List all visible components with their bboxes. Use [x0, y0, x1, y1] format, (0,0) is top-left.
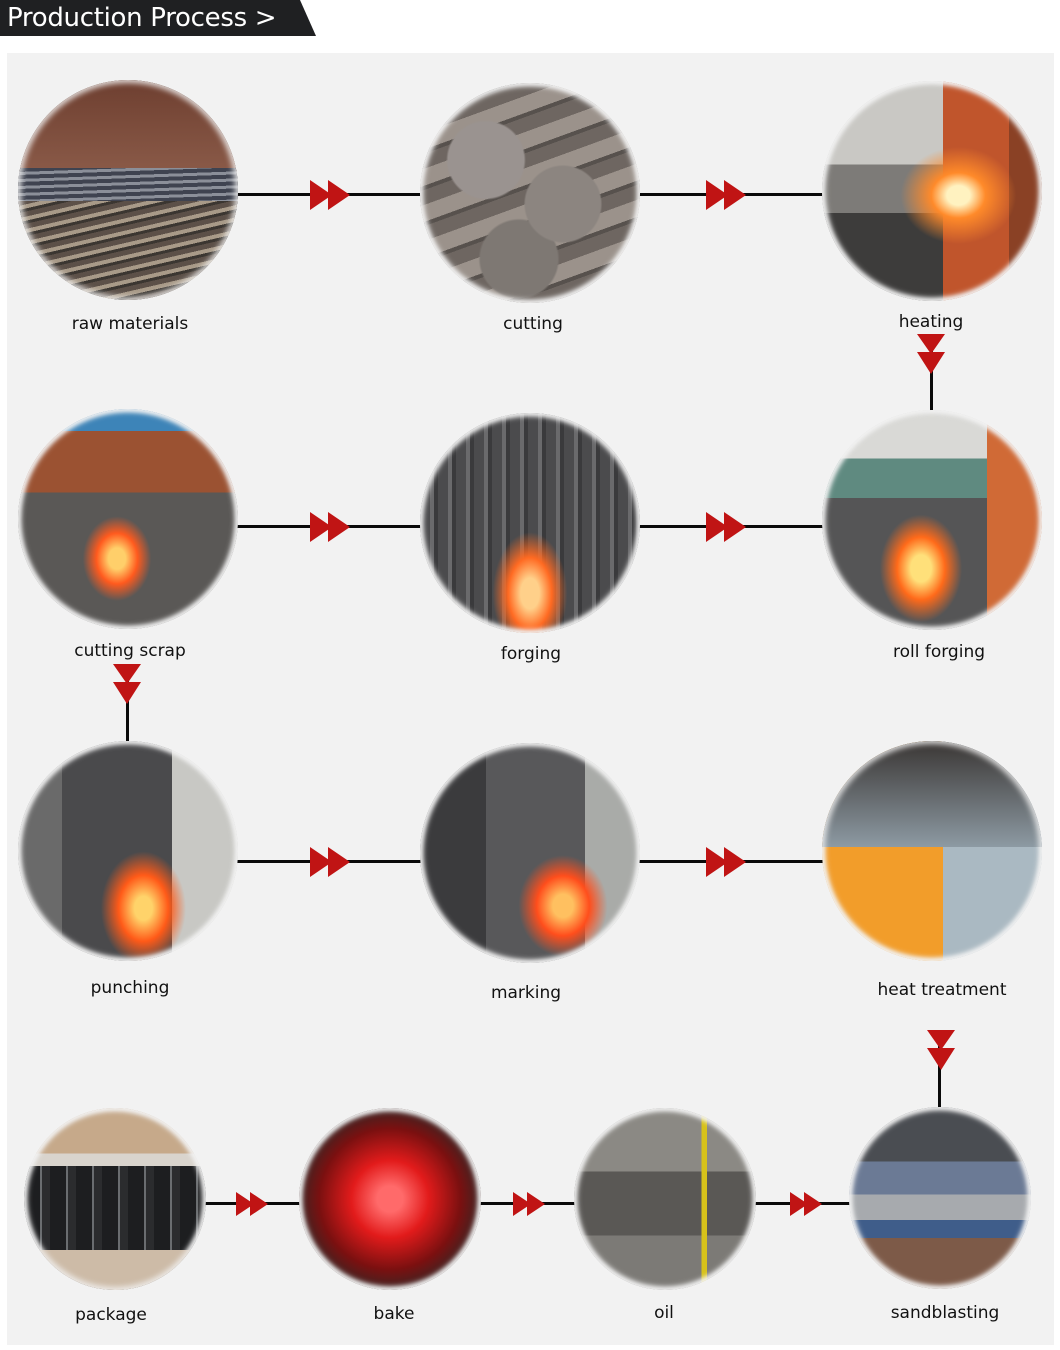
double-chevron-right-icon [310, 847, 350, 877]
connector-line [938, 1030, 941, 1110]
double-chevron-down-icon [917, 334, 945, 374]
oil-photo [574, 1108, 756, 1290]
step-label: package [75, 1305, 147, 1325]
bake-photo [299, 1108, 481, 1290]
section-title: Production Process > [7, 3, 277, 33]
step-label: heating [898, 312, 964, 332]
cutting-photo [420, 83, 640, 303]
step-label: heat treatment [877, 980, 1007, 1000]
double-chevron-right-icon [706, 180, 746, 210]
double-chevron-right-icon [310, 512, 350, 542]
raw-materials-photo [18, 80, 238, 300]
connector-line [930, 335, 933, 413]
package-photo [24, 1108, 206, 1290]
step-label: raw materials [71, 314, 189, 334]
double-chevron-right-icon [706, 512, 746, 542]
heat-treatment-photo [822, 741, 1042, 961]
step-label: forging [500, 644, 562, 664]
step-label: marking [490, 983, 562, 1003]
step-label: cutting [503, 314, 563, 334]
connector-line [126, 665, 129, 743]
double-chevron-right-icon [236, 1192, 268, 1216]
step-label: roll forging [892, 642, 986, 662]
step-label: punching [90, 978, 170, 998]
step-label: cutting scrap [74, 641, 186, 661]
step-label: oil [654, 1303, 674, 1323]
punching-photo [18, 741, 238, 961]
roll-forging-photo [822, 410, 1042, 630]
double-chevron-right-icon [706, 847, 746, 877]
double-chevron-right-icon [790, 1192, 822, 1216]
double-chevron-down-icon [927, 1030, 955, 1070]
double-chevron-right-icon [310, 180, 350, 210]
forging-photo [420, 413, 640, 633]
double-chevron-down-icon [113, 664, 141, 704]
marking-photo [420, 743, 640, 963]
heating-photo [822, 81, 1042, 301]
section-header: Production Process > [0, 0, 316, 36]
step-label: sandblasting [890, 1303, 1000, 1323]
double-chevron-right-icon [513, 1192, 545, 1216]
sandblasting-photo [849, 1107, 1031, 1289]
step-label: bake [373, 1304, 415, 1324]
cutting-scrap-photo [18, 409, 238, 629]
